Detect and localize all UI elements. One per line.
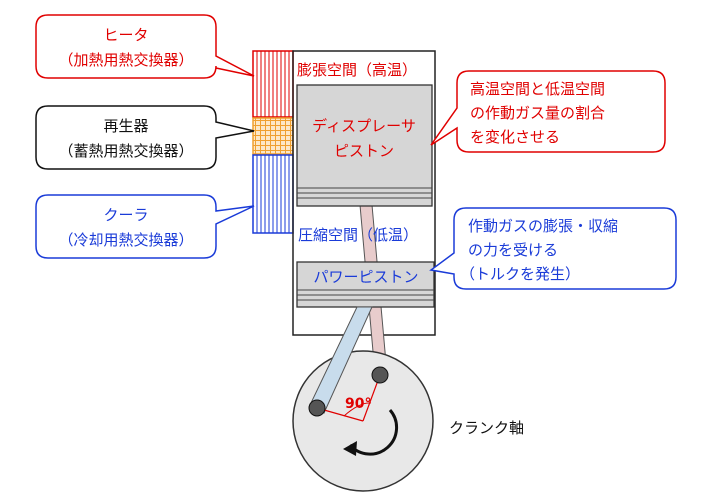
cooler-callout-title: クーラ [103, 206, 148, 224]
cooler-exchanger [253, 155, 293, 233]
displacer-note-line2: の作動ガス量の割合 [470, 104, 605, 122]
expansion-space-label: 膨張空間（高温） [297, 61, 417, 79]
power-note-line3: （トルクを発生） [460, 265, 580, 283]
displacer-note-line1: 高温空間と低温空間 [470, 80, 605, 98]
regenerator-callout-subtitle: （蓄熱用熱交換器） [58, 142, 193, 160]
crank-angle-label: 90° [345, 396, 371, 412]
crankshaft-label: クランク軸 [449, 419, 524, 437]
displacer-piston-label-line2: ピストン [334, 142, 394, 160]
displacer-piston-label-line1: ディスプレーサ [312, 117, 416, 135]
compression-space-label: 圧縮空間（低温） [298, 226, 418, 244]
power-note-line1: 作動ガスの膨張・収縮 [468, 217, 618, 235]
heater-callout-title: ヒータ [103, 26, 148, 44]
power-note-line2: の力を受ける [468, 241, 558, 259]
regenerator-callout-title: 再生器 [103, 117, 148, 135]
heater-exchanger [253, 51, 293, 117]
displacer-note-line3: を変化させる [470, 128, 560, 146]
displacer-crank-pin [372, 367, 388, 383]
regenerator-exchanger [253, 118, 293, 154]
cooler-callout-subtitle: （冷却用熱交換器） [58, 231, 193, 249]
power-crank-pin [309, 400, 325, 416]
power-piston-label: パワーピストン [313, 268, 418, 286]
heater-callout-subtitle: （加熱用熱交換器） [58, 51, 193, 69]
